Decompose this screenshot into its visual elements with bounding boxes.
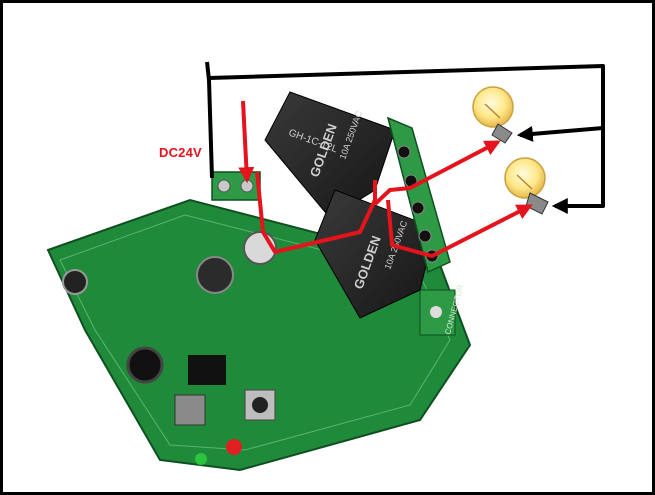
lamp-2-icon	[504, 157, 549, 215]
live-wiring	[238, 100, 533, 258]
relay-output-terminals	[386, 116, 451, 274]
red-led	[226, 439, 242, 455]
supply-voltage-label: DC24V	[159, 145, 202, 160]
lamp-1-icon	[472, 86, 514, 144]
power-terminal	[211, 171, 261, 201]
neutral-wiring	[205, 61, 605, 214]
relay-1	[264, 91, 396, 219]
green-led	[195, 453, 207, 465]
